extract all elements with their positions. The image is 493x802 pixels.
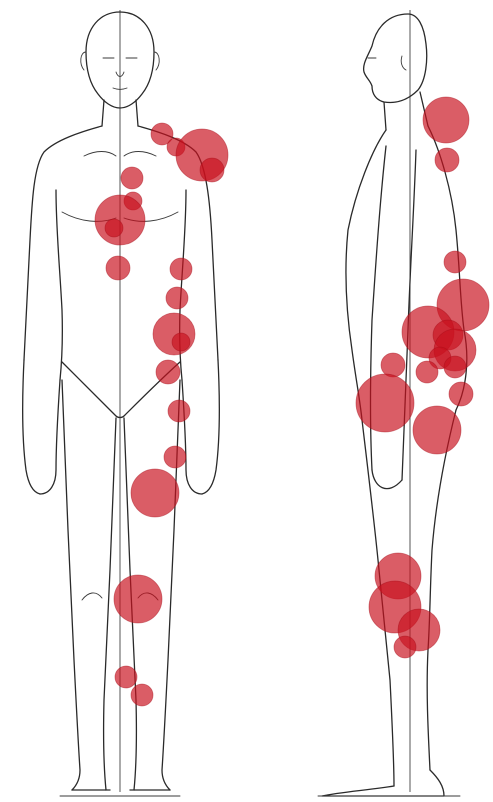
front-left-forearm-inner	[40, 380, 60, 494]
front-pain-marker	[172, 333, 190, 351]
side-ear	[401, 56, 406, 70]
side-pain-marker	[394, 636, 416, 658]
side-pain-marker	[356, 374, 414, 432]
side-pain-marker	[444, 356, 466, 378]
side-pain-marker	[381, 353, 405, 377]
front-pain-marker	[114, 575, 162, 623]
side-neck-front	[384, 102, 386, 130]
front-left-forearm-outer	[23, 360, 40, 494]
side-pain-marker	[435, 148, 459, 172]
front-left-knee	[82, 593, 102, 600]
front-pain-marker	[95, 195, 145, 245]
front-pain-marker	[131, 684, 153, 706]
side-hand	[372, 470, 402, 489]
front-pain-marker	[121, 167, 143, 189]
front-pain-marker	[153, 313, 195, 355]
front-pain-marker	[131, 469, 179, 517]
side-pain-marker	[416, 361, 438, 383]
pain-markers	[95, 97, 489, 706]
front-pain-marker	[166, 287, 188, 309]
front-pain-marker	[105, 219, 123, 237]
front-left-clavicle	[84, 152, 116, 157]
side-pain-marker	[423, 97, 469, 143]
front-pain-marker	[106, 256, 130, 280]
front-pain-marker	[168, 400, 190, 422]
front-neck-right	[136, 100, 138, 126]
front-left-ear	[81, 52, 86, 70]
front-left-torso-side	[56, 190, 62, 380]
front-neck-left	[102, 100, 104, 126]
front-right-leg-outer	[162, 380, 180, 790]
front-pain-marker	[115, 666, 137, 688]
front-torso-left	[24, 126, 102, 360]
front-left-leg-outer	[62, 380, 80, 790]
front-pain-marker	[156, 360, 180, 384]
side-pain-marker	[449, 382, 473, 406]
side-foot	[322, 770, 444, 796]
front-right-forearm-inner	[182, 380, 202, 494]
side-pain-marker	[413, 406, 461, 454]
front-pain-marker	[170, 258, 192, 280]
side-thigh-back	[427, 410, 456, 770]
front-right-ear	[154, 52, 159, 70]
front-pain-marker	[200, 158, 224, 182]
front-right-forearm-outer	[202, 360, 219, 494]
front-pain-marker	[164, 446, 186, 468]
front-right-clavicle	[124, 152, 156, 157]
side-pain-marker	[444, 251, 466, 273]
